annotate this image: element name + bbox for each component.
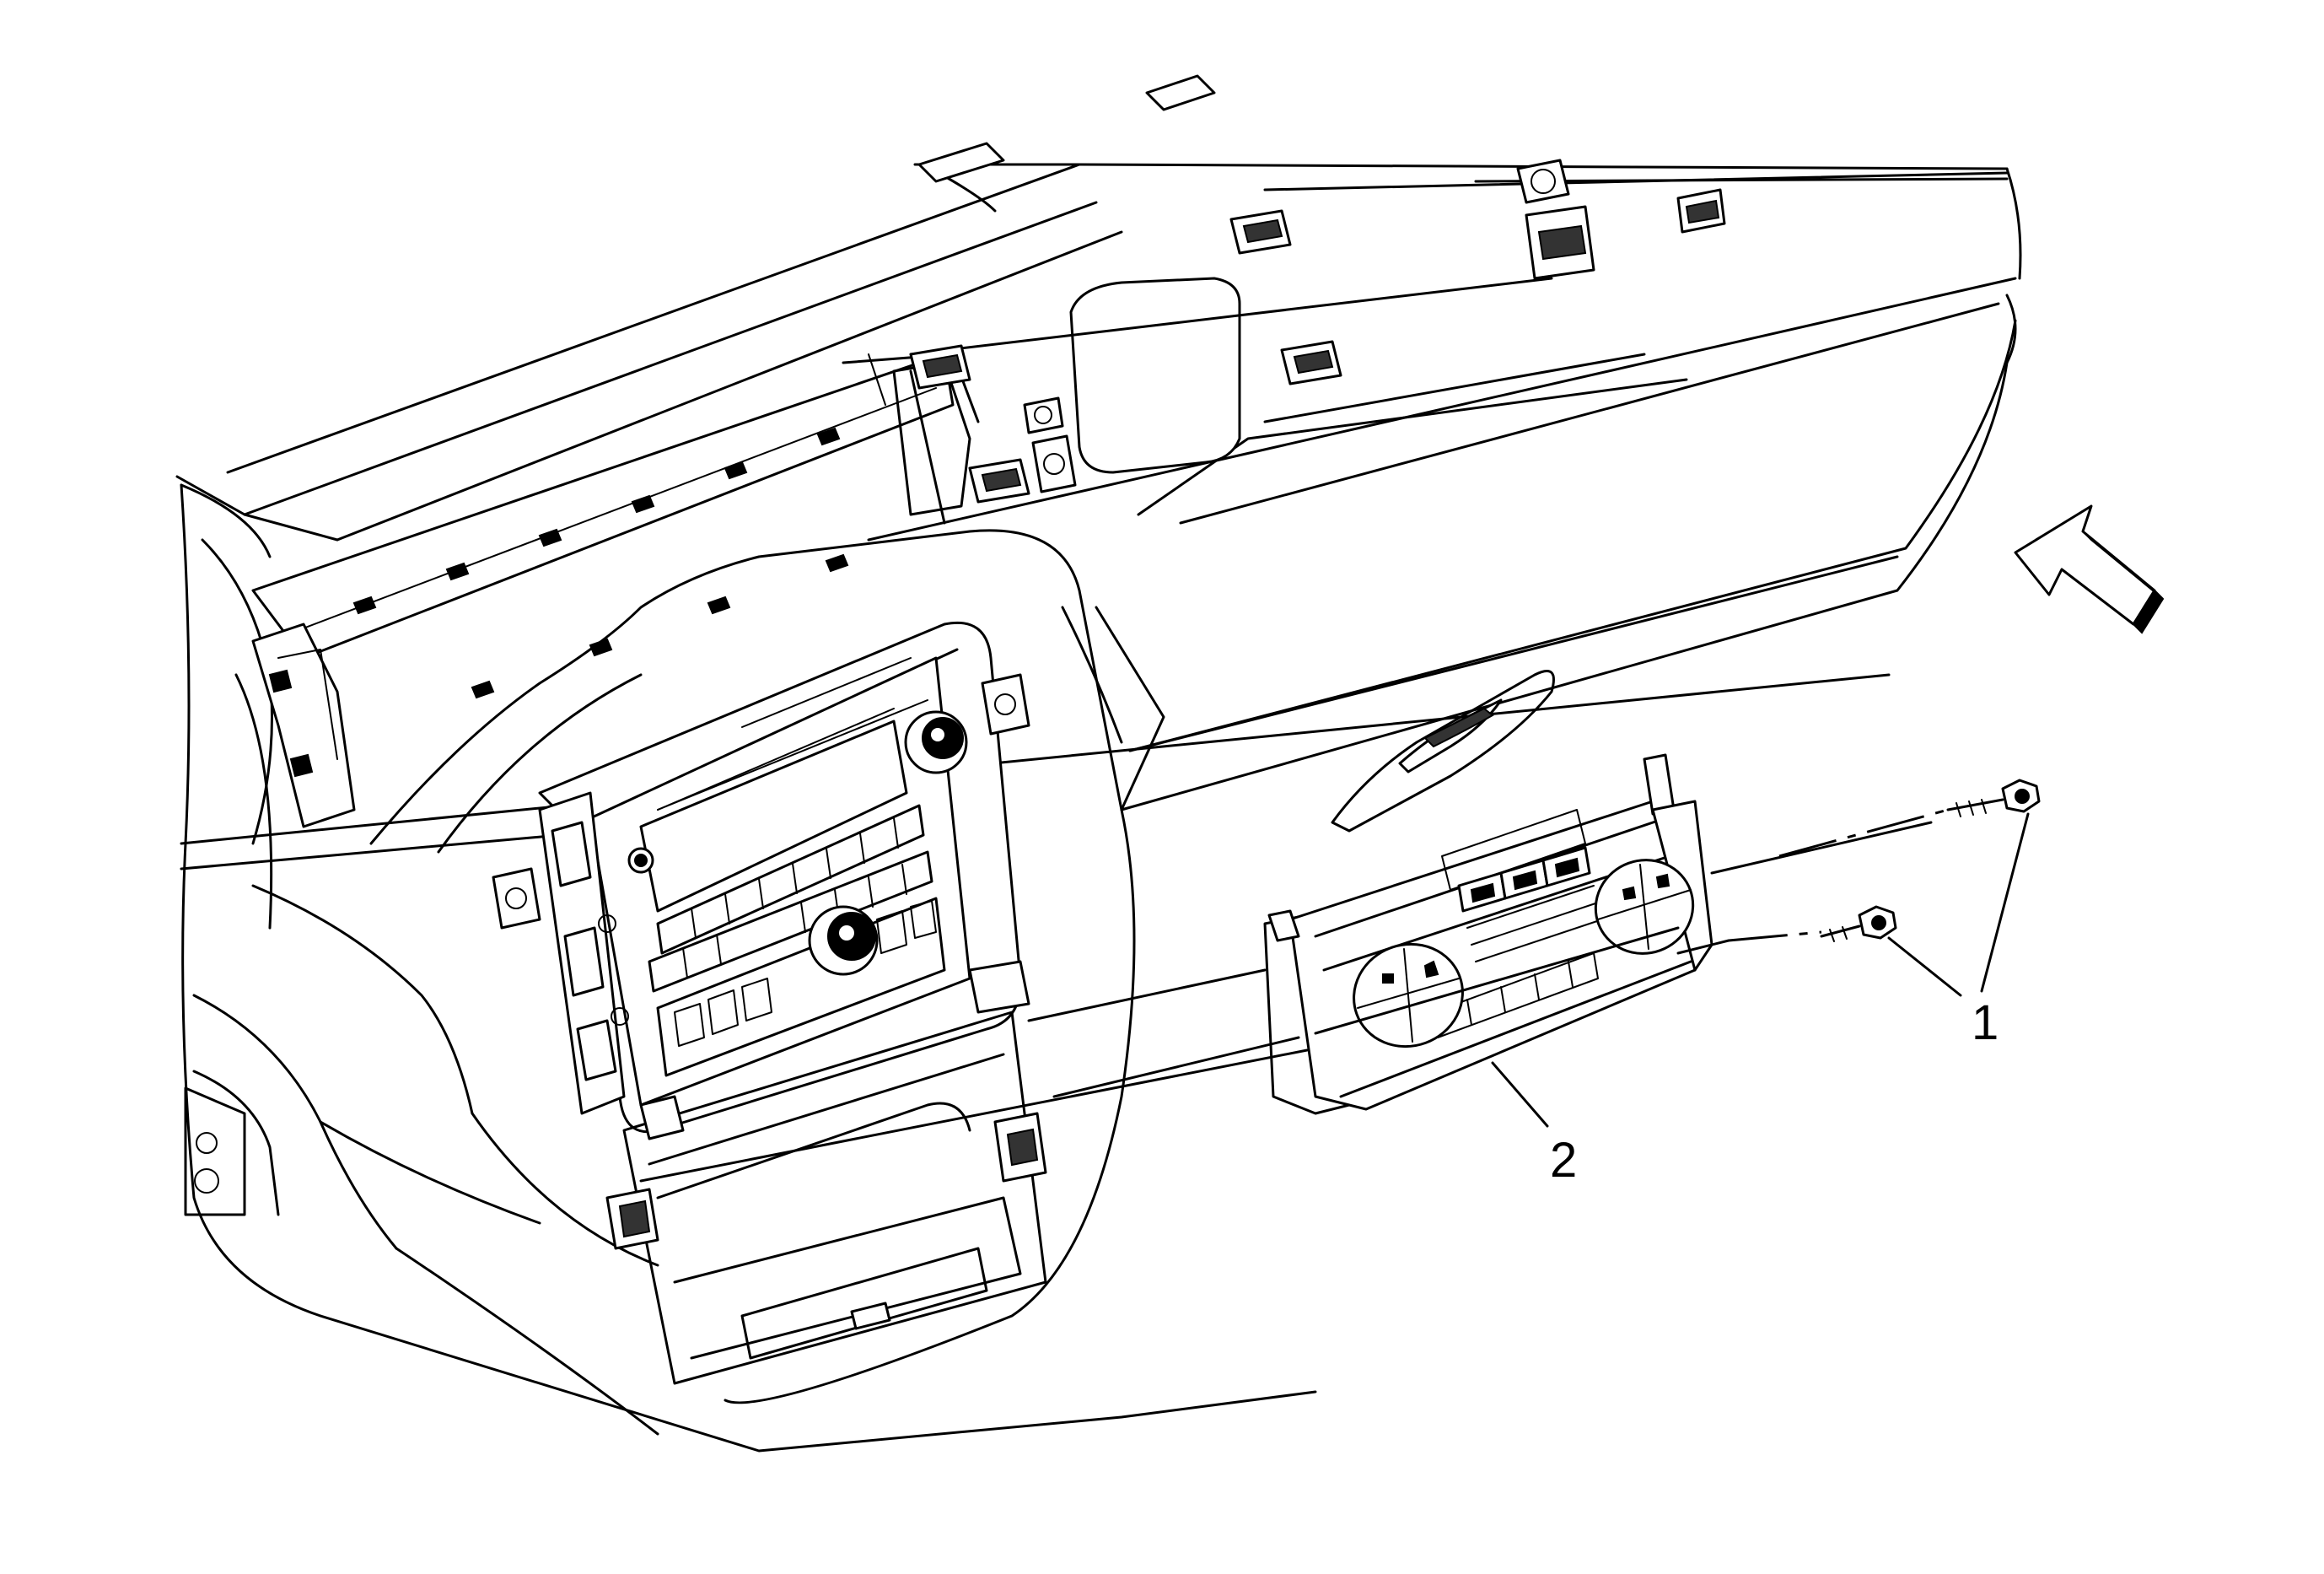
installation-lines bbox=[639, 808, 1949, 1183]
switch-pockets bbox=[909, 159, 1726, 504]
volume-knob bbox=[904, 710, 968, 774]
callout-2-label: 2 bbox=[1550, 1133, 1577, 1188]
callout-1-label: 1 bbox=[1972, 995, 1999, 1050]
fastener-lower bbox=[1820, 905, 1897, 942]
instrument-panel bbox=[175, 74, 2022, 1453]
storage-pocket bbox=[605, 960, 1047, 1385]
fastener-upper bbox=[1946, 779, 2041, 817]
callout-leaders bbox=[1491, 812, 2030, 1128]
hvac-control-module bbox=[1263, 753, 1713, 1115]
tune-knob bbox=[808, 905, 879, 976]
left-temperature-knob bbox=[1353, 942, 1464, 1048]
radio-unit bbox=[492, 621, 1030, 1134]
glove-box bbox=[1128, 555, 1899, 833]
view-direction-arrow bbox=[2014, 504, 2165, 634]
